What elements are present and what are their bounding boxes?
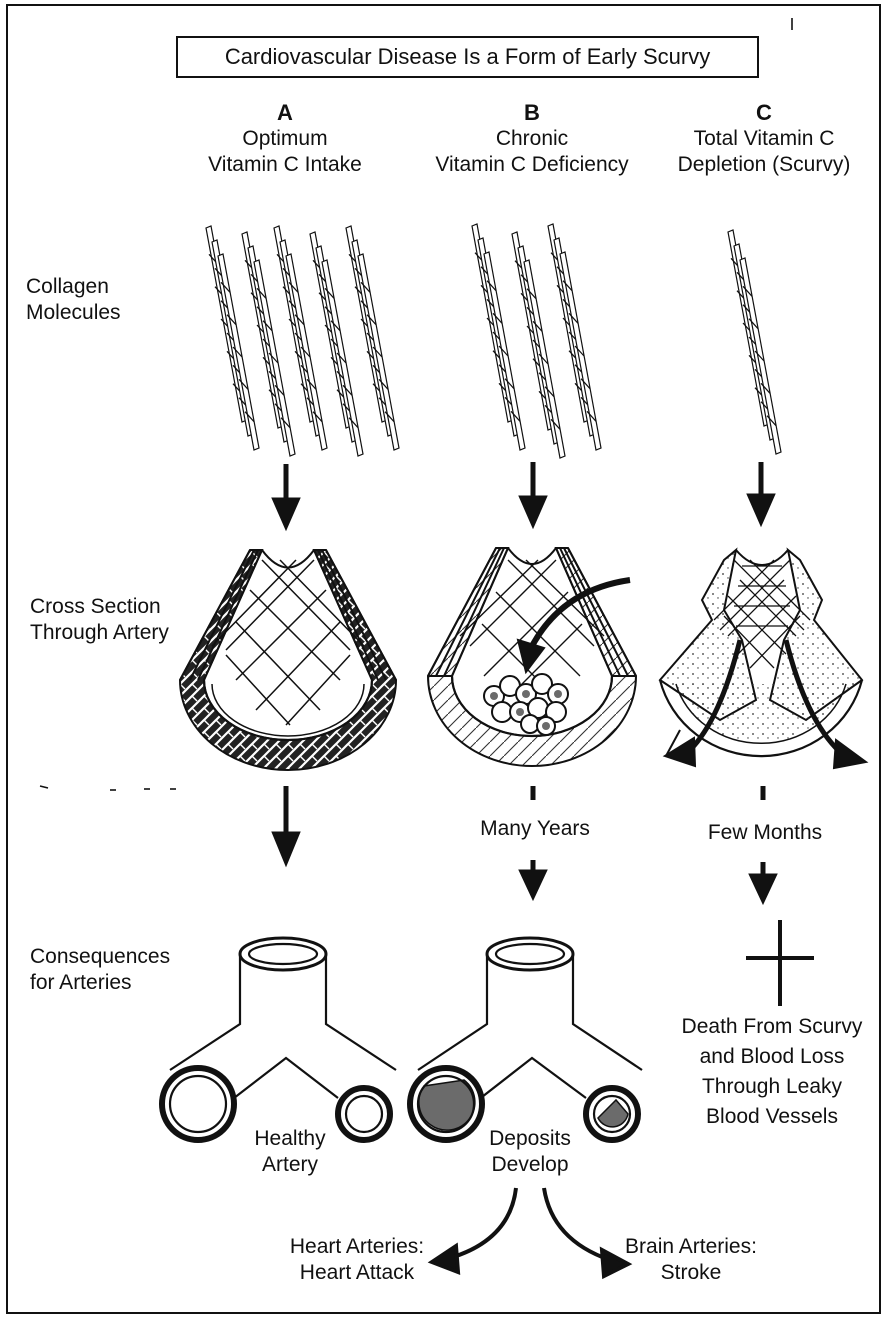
branch-left-line2: Heart Attack: [272, 1260, 442, 1286]
branch-right-line2: Stroke: [606, 1260, 776, 1286]
outcome-a-line2: Artery: [230, 1152, 350, 1178]
artery-cross-section-a: [180, 550, 396, 770]
arrow-b-artery-to-consequence: [519, 786, 547, 900]
outcome-deposits-develop: Deposits Develop: [470, 1126, 590, 1178]
column-heading-b-line1: Chronic: [412, 126, 652, 152]
collagen-fibers-deficient: [472, 224, 601, 458]
row-label-cross-line2: Through Artery: [30, 620, 169, 646]
column-heading-b-line2: Vitamin C Deficiency: [412, 152, 652, 178]
row-label-consequences-line1: Consequences: [30, 944, 170, 970]
death-cross-icon: [746, 920, 814, 1006]
branch-left-line1: Heart Arteries:: [272, 1234, 442, 1260]
row-label-collagen-line1: Collagen: [26, 274, 121, 300]
collagen-fibers-depleted: [728, 230, 781, 454]
plaque-deposit: [484, 674, 568, 735]
row-label-cross-section: Cross Section Through Artery: [30, 594, 169, 646]
column-letter-b: B: [412, 100, 652, 126]
outcome-b-line2: Develop: [470, 1152, 590, 1178]
outcome-death-from-scurvy: Death From Scurvy and Blood Loss Through…: [664, 1012, 880, 1132]
outcome-healthy-artery: Healthy Artery: [230, 1126, 350, 1178]
row-label-cross-line1: Cross Section: [30, 594, 169, 620]
branch-arrows: [432, 1188, 628, 1276]
time-label-few-months: Few Months: [680, 820, 850, 846]
y-artery-deposits: [410, 938, 642, 1140]
outcome-c-line2: and Blood Loss: [664, 1042, 880, 1072]
outcome-a-line1: Healthy: [230, 1126, 350, 1152]
row-label-collagen: Collagen Molecules: [26, 274, 121, 326]
artery-cross-section-c: [660, 550, 866, 768]
column-heading-c-line1: Total Vitamin C: [664, 126, 864, 152]
diagram-title: Cardiovascular Disease Is a Form of Earl…: [176, 36, 759, 78]
branch-stroke: Brain Arteries: Stroke: [606, 1234, 776, 1286]
branch-right-line1: Brain Arteries:: [606, 1234, 776, 1260]
outcome-c-line1: Death From Scurvy: [664, 1012, 880, 1042]
row-label-consequences: Consequences for Arteries: [30, 944, 170, 996]
outcome-c-line3: Through Leaky: [664, 1072, 880, 1102]
outcome-b-line1: Deposits: [470, 1126, 590, 1152]
column-heading-c: C Total Vitamin C Depletion (Scurvy): [664, 100, 864, 178]
arrow-c-collagen-to-artery: [747, 462, 775, 526]
artery-cross-section-b: [428, 548, 636, 766]
branch-heart-attack: Heart Arteries: Heart Attack: [272, 1234, 442, 1286]
y-artery-healthy: [162, 938, 396, 1140]
column-heading-a-line1: Optimum: [180, 126, 390, 152]
row-label-consequences-line2: for Arteries: [30, 970, 170, 996]
arrow-a-collagen-to-artery: [272, 464, 300, 530]
column-letter-c: C: [664, 100, 864, 126]
collagen-fibers-optimum: [206, 226, 399, 456]
column-heading-b: B Chronic Vitamin C Deficiency: [412, 100, 652, 178]
arrow-b-collagen-to-artery: [519, 462, 547, 528]
column-heading-c-line2: Depletion (Scurvy): [664, 152, 864, 178]
column-heading-a: A Optimum Vitamin C Intake: [180, 100, 390, 178]
column-letter-a: A: [180, 100, 390, 126]
arrow-a-artery-to-consequence: [272, 786, 300, 866]
column-heading-a-line2: Vitamin C Intake: [180, 152, 390, 178]
outcome-c-line4: Blood Vessels: [664, 1102, 880, 1132]
time-label-many-years: Many Years: [440, 816, 630, 842]
row-label-collagen-line2: Molecules: [26, 300, 121, 326]
